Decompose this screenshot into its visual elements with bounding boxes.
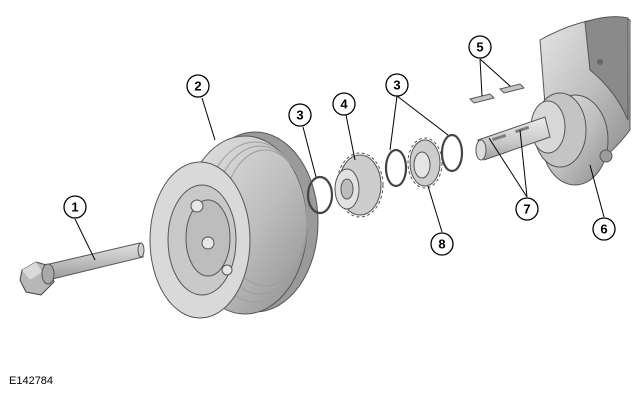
leader-lines: [74, 58, 605, 261]
callout-2: 2: [186, 74, 210, 98]
callout-3-right-label: 3: [393, 78, 400, 93]
callout-8-label: 8: [438, 237, 445, 252]
callout-7-label: 7: [523, 202, 530, 217]
figure-id-label: E142784: [9, 375, 54, 387]
callout-3-left-label: 3: [296, 108, 303, 123]
bolt: [19, 242, 145, 296]
callout-5-label: 5: [476, 40, 483, 55]
callout-1: 1: [63, 195, 87, 219]
callout-6-label: 6: [600, 222, 607, 237]
callout-4-label: 4: [340, 97, 348, 112]
callout-8: 8: [430, 232, 454, 256]
spacer-rings-right: [384, 133, 464, 188]
woodruff-keys: [469, 83, 525, 104]
spacer-ring-left: [306, 175, 334, 215]
crankshaft-pulley: [149, 131, 319, 319]
callout-2-label: 2: [194, 79, 201, 94]
callout-4: 4: [332, 92, 356, 116]
crankshaft: [530, 16, 631, 186]
callout-3-left: 3: [288, 103, 312, 127]
oil-pump-sprocket: [407, 137, 443, 189]
callout-7: 7: [515, 197, 539, 221]
timing-sprocket: [334, 152, 384, 218]
callout-6: 6: [592, 217, 616, 241]
callout-1-label: 1: [71, 200, 78, 215]
callout-3-right: 3: [385, 73, 409, 97]
callout-5: 5: [468, 35, 492, 59]
crankshaft-nose: [475, 116, 551, 161]
